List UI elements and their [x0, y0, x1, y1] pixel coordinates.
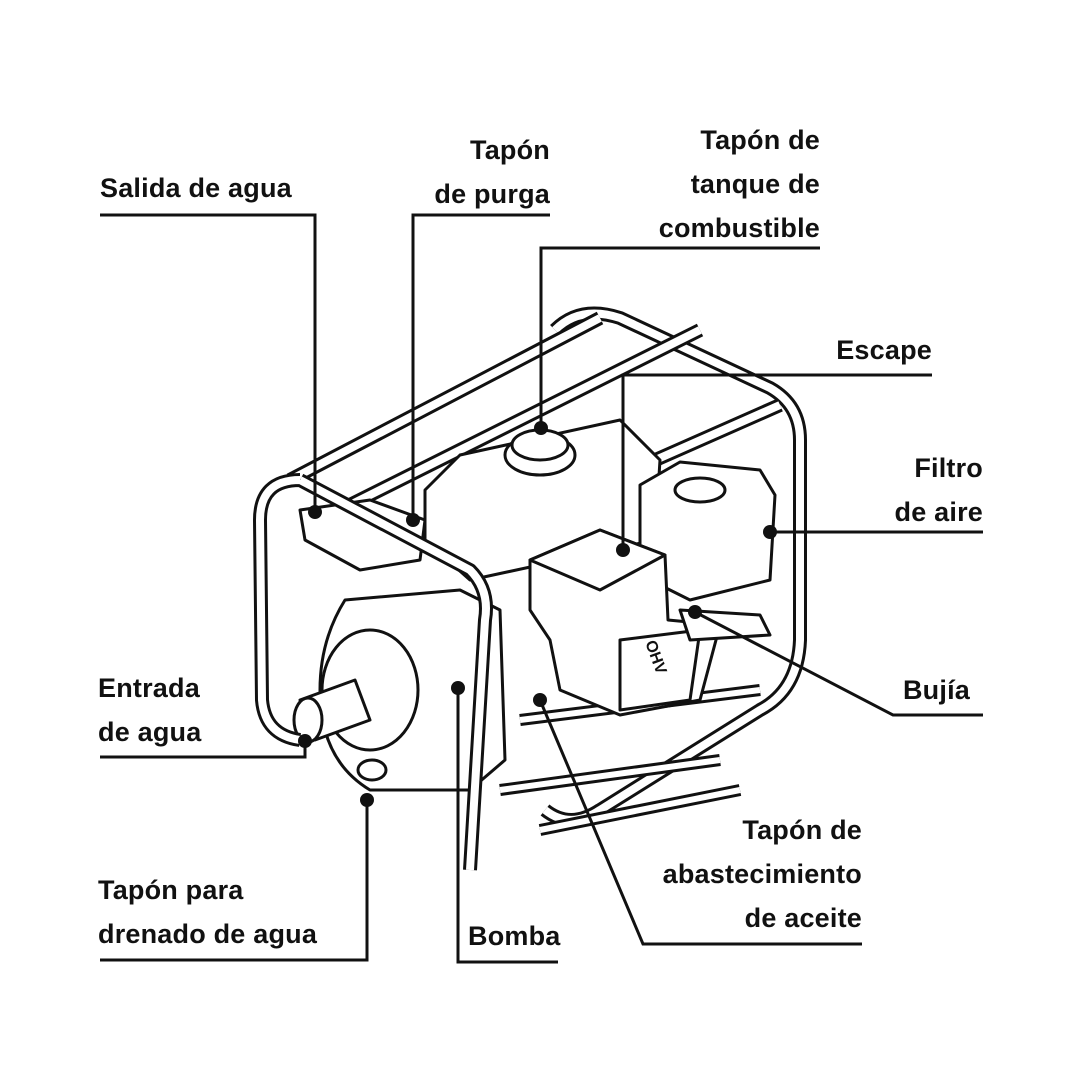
label-filtro-de-aire: Filtro de aire [895, 446, 983, 534]
label-line: de purga [434, 179, 550, 209]
dot-entrada [298, 734, 312, 748]
label-entrada-de-agua: Entrada de agua [98, 666, 201, 754]
drain-plug-shape [356, 758, 388, 782]
label-line: Salida de agua [100, 173, 292, 203]
label-line: abastecimiento [662, 859, 862, 889]
label-escape: Escape [836, 328, 932, 372]
leader-purga [411, 213, 550, 520]
leader-aceite [538, 699, 862, 946]
label-line: combustible [658, 213, 820, 243]
label-line: Escape [836, 335, 932, 365]
leader-lines [100, 213, 983, 964]
outlet-pipe [298, 498, 427, 572]
dot-tanque [534, 421, 548, 435]
label-bomba: Bomba [468, 914, 561, 958]
dot-bujia [688, 605, 702, 619]
label-line: Filtro [914, 453, 983, 483]
leader-bomba [456, 688, 558, 964]
label-line: drenado de agua [98, 919, 318, 949]
leader-drenado [100, 800, 369, 962]
dot-escape [616, 543, 630, 557]
label-bujia: Bujía [903, 668, 970, 712]
label-line: de agua [98, 717, 202, 747]
label-line: Tapón de [700, 125, 820, 155]
dot-purga [406, 513, 420, 527]
label-line: Entrada [98, 673, 200, 703]
leader-salida [100, 213, 317, 512]
control-panel [528, 528, 667, 592]
leader-dots [298, 421, 777, 807]
dot-aceite [533, 693, 547, 707]
label-line: Tapón [470, 135, 550, 165]
label-tapon-drenado: Tapón para drenado de agua [98, 868, 317, 956]
dot-filtro [763, 525, 777, 539]
label-tapon-de-purga: Tapón de purga [434, 128, 550, 216]
dot-drenado [360, 793, 374, 807]
label-line: Bomba [468, 921, 561, 951]
leader-escape [621, 373, 932, 550]
label-line: de aire [894, 497, 983, 527]
label-tapon-tanque-combustible: Tapón de tanque de combustible [659, 118, 820, 250]
dot-salida [308, 505, 322, 519]
dot-bomba [451, 681, 465, 695]
leader-bujia [694, 610, 983, 717]
label-tapon-aceite: Tapón de abastecimiento de aceite [663, 808, 862, 940]
label-line: Bujía [902, 675, 970, 705]
label-line: Tapón para [98, 875, 244, 905]
label-line: Tapón de [742, 815, 862, 845]
label-line: de aceite [744, 903, 862, 933]
label-line: tanque de [690, 169, 820, 199]
label-salida-de-agua: Salida de agua [100, 166, 292, 210]
leader-tanque [539, 246, 820, 428]
